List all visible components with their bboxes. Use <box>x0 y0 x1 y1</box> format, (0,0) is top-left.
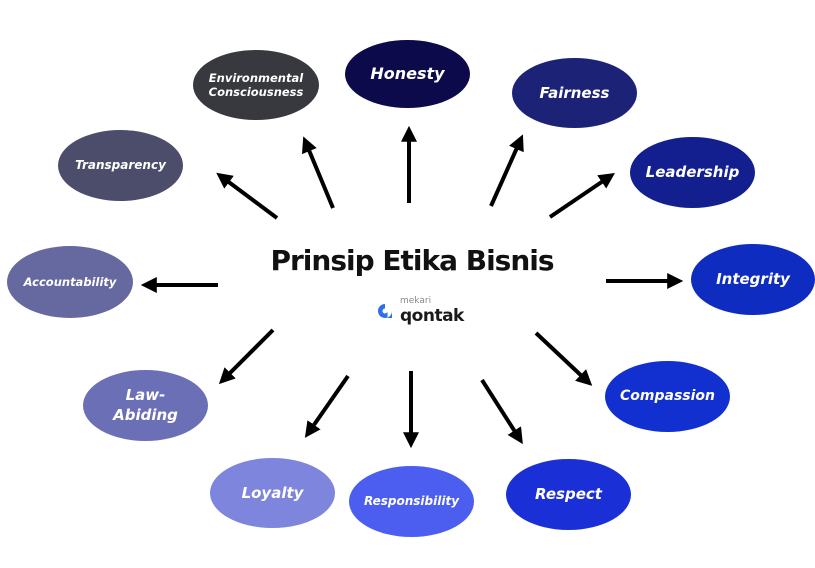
arrow-to-loyalty <box>304 374 350 438</box>
logo-brand-big: qontak <box>400 306 464 326</box>
arrow-to-fairness <box>489 134 524 207</box>
node-law-abiding: Law-Abiding <box>83 370 208 441</box>
node-label: Compassion <box>620 387 715 404</box>
node-fairness: Fairness <box>512 58 637 128</box>
node-respect: Respect <box>506 459 631 530</box>
node-label: Responsibility <box>363 494 460 508</box>
qontak-logo-icon <box>378 304 392 318</box>
node-label-line2: Consciousness <box>208 85 304 99</box>
node-label: Honesty <box>370 64 445 83</box>
node-label: Accountability <box>23 274 117 289</box>
qontak-logo: mekari qontak <box>376 296 476 326</box>
node-label: Leadership <box>645 163 740 182</box>
node-honesty: Honesty <box>345 40 470 108</box>
arrow-to-law-abiding <box>218 328 275 385</box>
node-label: Integrity <box>716 270 790 289</box>
arrow-to-transparency <box>216 172 279 220</box>
node-transparency: Transparency <box>58 130 183 201</box>
arrow-to-compassion <box>534 331 593 386</box>
node-label: Respect <box>535 485 602 504</box>
logo-brand-small: mekari <box>400 296 432 306</box>
node-label: Loyalty <box>241 483 304 502</box>
node-label-line1: Environmental <box>208 70 304 85</box>
node-label: Law-Abiding <box>113 386 178 424</box>
node-accountability: Accountability <box>7 246 133 318</box>
node-integrity: Integrity <box>691 244 815 315</box>
arrow-to-leadership <box>548 172 615 219</box>
node-environmental-consciousness: Environmental Consciousness <box>193 50 319 120</box>
node-compassion: Compassion <box>605 361 730 432</box>
diagram-title: Prinsip Etika Bisnis <box>270 244 554 277</box>
arrow-to-environmental <box>301 136 335 209</box>
node-label: Fairness <box>539 83 610 102</box>
arrow-to-respect <box>480 378 523 445</box>
node-leadership: Leadership <box>630 137 755 208</box>
node-loyalty: Loyalty <box>210 458 335 528</box>
node-responsibility: Responsibility <box>349 466 474 537</box>
node-label: Transparency <box>75 158 166 172</box>
